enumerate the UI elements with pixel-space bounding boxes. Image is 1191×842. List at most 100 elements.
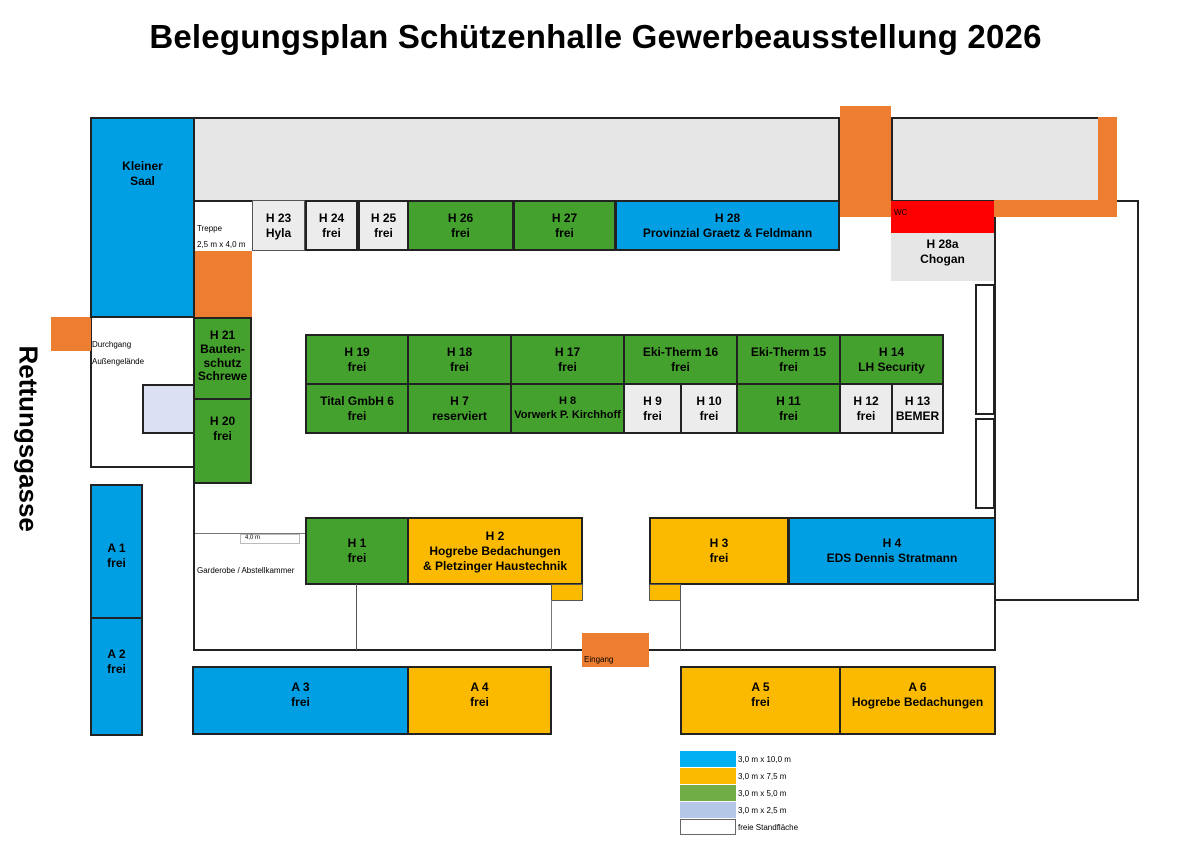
stand-name: Provinzial Graetz & Feldmann bbox=[642, 225, 813, 240]
stand-h11[interactable]: H 11 frei bbox=[736, 383, 841, 434]
stand-name: frei bbox=[322, 225, 341, 240]
stand-name: frei bbox=[291, 694, 310, 709]
aussengelaende-label: Außengelände bbox=[92, 357, 145, 366]
stand-name: Vorwerk P. Kirchhoff bbox=[514, 408, 621, 421]
stand-name: frei bbox=[779, 359, 798, 374]
stand-name: frei bbox=[213, 429, 232, 443]
stand-h28[interactable]: H 28 Provinzial Graetz & Feldmann bbox=[615, 200, 840, 251]
stand-id: H 1 bbox=[347, 536, 367, 550]
legend-label: freie Standfläche bbox=[738, 822, 799, 832]
stand-h4[interactable]: H 4 EDS Dennis Stratmann bbox=[788, 517, 996, 585]
wc-area: WC bbox=[891, 201, 994, 233]
stand-h12[interactable]: H 12 frei bbox=[839, 383, 893, 434]
stand-name: frei bbox=[643, 408, 662, 423]
stand-name: frei bbox=[555, 225, 574, 240]
stand-id: H 12 bbox=[853, 393, 879, 408]
stand-name: BEMER bbox=[895, 408, 940, 423]
stand-h1[interactable]: H 1 frei bbox=[305, 517, 409, 585]
orange-marker-top-strip bbox=[994, 200, 1117, 217]
stand-h24[interactable]: H 24 frei bbox=[305, 200, 358, 251]
stand-h9[interactable]: H 9 frei bbox=[623, 383, 682, 434]
legend-label: 3,0 m x 7,5 m bbox=[738, 771, 787, 781]
top-room-right bbox=[891, 117, 1100, 202]
legend-swatch bbox=[680, 802, 736, 818]
stand-h10[interactable]: H 10 frei bbox=[680, 383, 738, 434]
stand-a2[interactable]: A 2 frei bbox=[90, 617, 143, 736]
wc-label: WC bbox=[894, 208, 908, 217]
stand-h19[interactable]: H 19 frei bbox=[305, 334, 409, 385]
page-title: Belegungsplan Schützenhalle Gewerbeausst… bbox=[149, 18, 1042, 55]
garderobe-top-line bbox=[195, 533, 305, 534]
stand-name: frei bbox=[856, 408, 876, 423]
wall-box-upper bbox=[975, 284, 995, 415]
stand-id: H 25 bbox=[370, 210, 397, 225]
stand-h8[interactable]: H 8 Vorwerk P. Kirchhoff bbox=[510, 383, 625, 434]
stand-name: frei bbox=[107, 556, 126, 570]
stand-a1[interactable]: A 1 frei bbox=[90, 484, 143, 619]
room-kleiner-saal[interactable]: Kleiner Saal bbox=[90, 117, 195, 318]
legend-label: 3,0 m x 2,5 m bbox=[738, 805, 787, 815]
entrance-marker[interactable]: Eingang bbox=[582, 633, 649, 667]
legend-item: 3,0 m x 5,0 m bbox=[680, 785, 786, 801]
stand-h18[interactable]: H 18 frei bbox=[407, 334, 512, 385]
legend-label: 3,0 m x 10,0 m bbox=[738, 754, 791, 764]
stand-name: frei bbox=[347, 551, 367, 565]
stand-small-lilac[interactable] bbox=[142, 384, 195, 434]
stand-id: Tital GmbH 6 bbox=[320, 393, 394, 408]
stand-h20[interactable]: H 20 frei bbox=[193, 398, 252, 484]
stand-name: frei bbox=[451, 225, 470, 240]
stand-name: frei bbox=[374, 225, 393, 240]
divider-line-3 bbox=[680, 600, 681, 650]
stand-name: frei bbox=[470, 694, 489, 709]
stand-h17[interactable]: H 17 frei bbox=[510, 334, 625, 385]
stand-name: frei bbox=[450, 359, 469, 374]
stand-id: A 3 bbox=[291, 679, 310, 694]
stand-name: Bauten- bbox=[200, 341, 245, 356]
durchgang-label: Durchgang bbox=[92, 340, 132, 349]
stand-id: H 18 bbox=[446, 344, 473, 359]
stand-id: H 27 bbox=[551, 210, 578, 225]
hall-outline-right-annex bbox=[994, 200, 1139, 601]
stand-name: frei bbox=[751, 694, 770, 709]
stand-id: A 5 bbox=[751, 679, 770, 694]
stand-name: reserviert bbox=[432, 408, 487, 423]
stand-h6[interactable]: Tital GmbH 6 frei bbox=[305, 383, 409, 434]
stand-name: Hyla bbox=[265, 225, 292, 240]
stand-name: frei bbox=[709, 551, 729, 565]
stand-h15[interactable]: Eki-Therm 15 frei bbox=[736, 334, 841, 385]
divider-line-2 bbox=[551, 600, 552, 650]
kleiner-saal-label: Kleiner Saal bbox=[122, 159, 163, 188]
stand-h7[interactable]: H 7 reserviert bbox=[407, 383, 512, 434]
stand-a4[interactable]: A 4 frei bbox=[407, 666, 552, 735]
stand-h21[interactable]: H 21 Bauten- schutz Schrewe bbox=[193, 317, 252, 400]
stand-name: Chogan bbox=[920, 252, 965, 266]
stand-name: frei bbox=[347, 408, 367, 423]
garderobe-label: Garderobe / Abstellkammer bbox=[197, 566, 295, 575]
stand-id: H 11 bbox=[776, 393, 801, 408]
stand-id: H 28a bbox=[926, 237, 959, 251]
stand-name: Hogrebe Bedachungen bbox=[429, 543, 561, 558]
stand-h27[interactable]: H 27 frei bbox=[513, 200, 616, 251]
orange-marker-durchgang bbox=[51, 317, 91, 351]
stand-name-line2: schutz bbox=[203, 355, 242, 370]
stand-id: A 6 bbox=[908, 679, 927, 694]
stand-h23[interactable]: H 23 Hyla bbox=[252, 200, 305, 251]
stand-name: Hogrebe Bedachungen bbox=[851, 694, 984, 709]
stand-h16[interactable]: Eki-Therm 16 frei bbox=[623, 334, 738, 385]
stand-h28a[interactable]: H 28a Chogan bbox=[891, 233, 994, 281]
stand-h13[interactable]: H 13 BEMER bbox=[891, 383, 944, 434]
stand-h3[interactable]: H 3 frei bbox=[649, 517, 789, 585]
stand-id: H 28 bbox=[714, 210, 741, 225]
orange-marker-top-middle bbox=[840, 106, 891, 217]
stand-h2[interactable]: H 2 Hogrebe Bedachungen & Pletzinger Hau… bbox=[407, 517, 583, 585]
stand-id: A 4 bbox=[470, 679, 489, 694]
stand-h25[interactable]: H 25 frei bbox=[358, 200, 409, 251]
legend-swatch bbox=[680, 785, 736, 801]
stand-h14[interactable]: H 14 LH Security bbox=[839, 334, 944, 385]
stand-a6[interactable]: A 6 Hogrebe Bedachungen bbox=[839, 666, 996, 735]
stand-id: H 9 bbox=[643, 393, 662, 408]
stand-a5[interactable]: A 5 frei bbox=[680, 666, 841, 735]
stand-h26[interactable]: H 26 frei bbox=[407, 200, 514, 251]
stand-name: frei bbox=[671, 359, 690, 374]
stand-a3[interactable]: A 3 frei bbox=[192, 666, 409, 735]
